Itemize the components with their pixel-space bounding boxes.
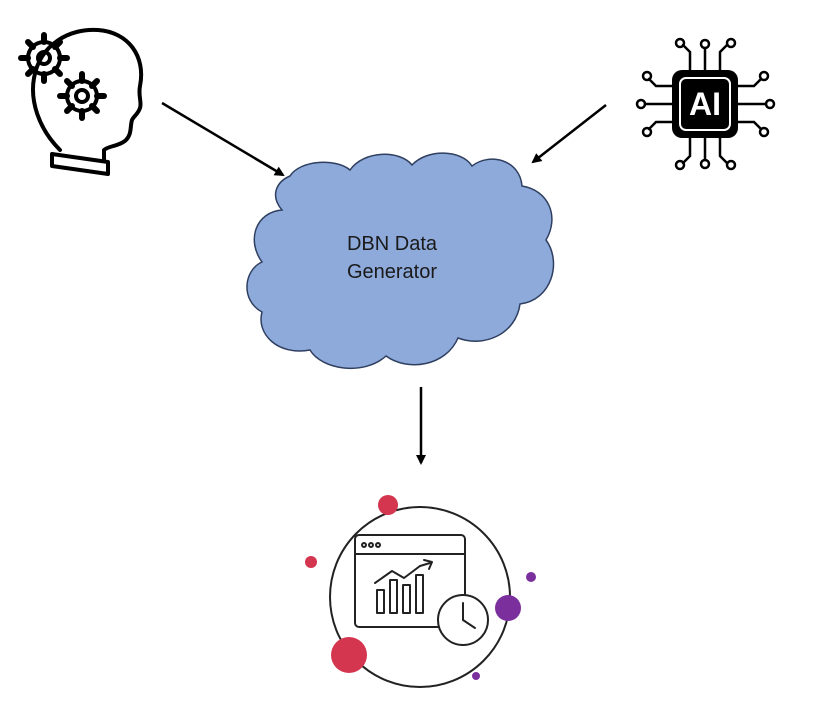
dbn-data-generator-cloud: DBN Data Generator — [246, 152, 555, 370]
accent-dot — [472, 672, 480, 680]
accent-dot — [526, 572, 536, 582]
arrow-ai-to-generator — [531, 104, 607, 164]
ai-chip-label: AI — [689, 86, 721, 122]
accent-dot — [378, 495, 398, 515]
cloud-label-line-2: Generator — [347, 261, 437, 283]
accent-dot — [331, 637, 367, 673]
ai-chip-icon: AI — [635, 37, 776, 171]
accent-dot — [305, 556, 317, 568]
cloud-label-line-1: DBN Data — [347, 233, 438, 255]
accent-dot — [495, 595, 521, 621]
human-expert-gears-head-icon — [18, 27, 144, 176]
data-analytics-dashboard-icon — [305, 495, 536, 688]
arrow-expert-to-generator — [161, 101, 285, 177]
